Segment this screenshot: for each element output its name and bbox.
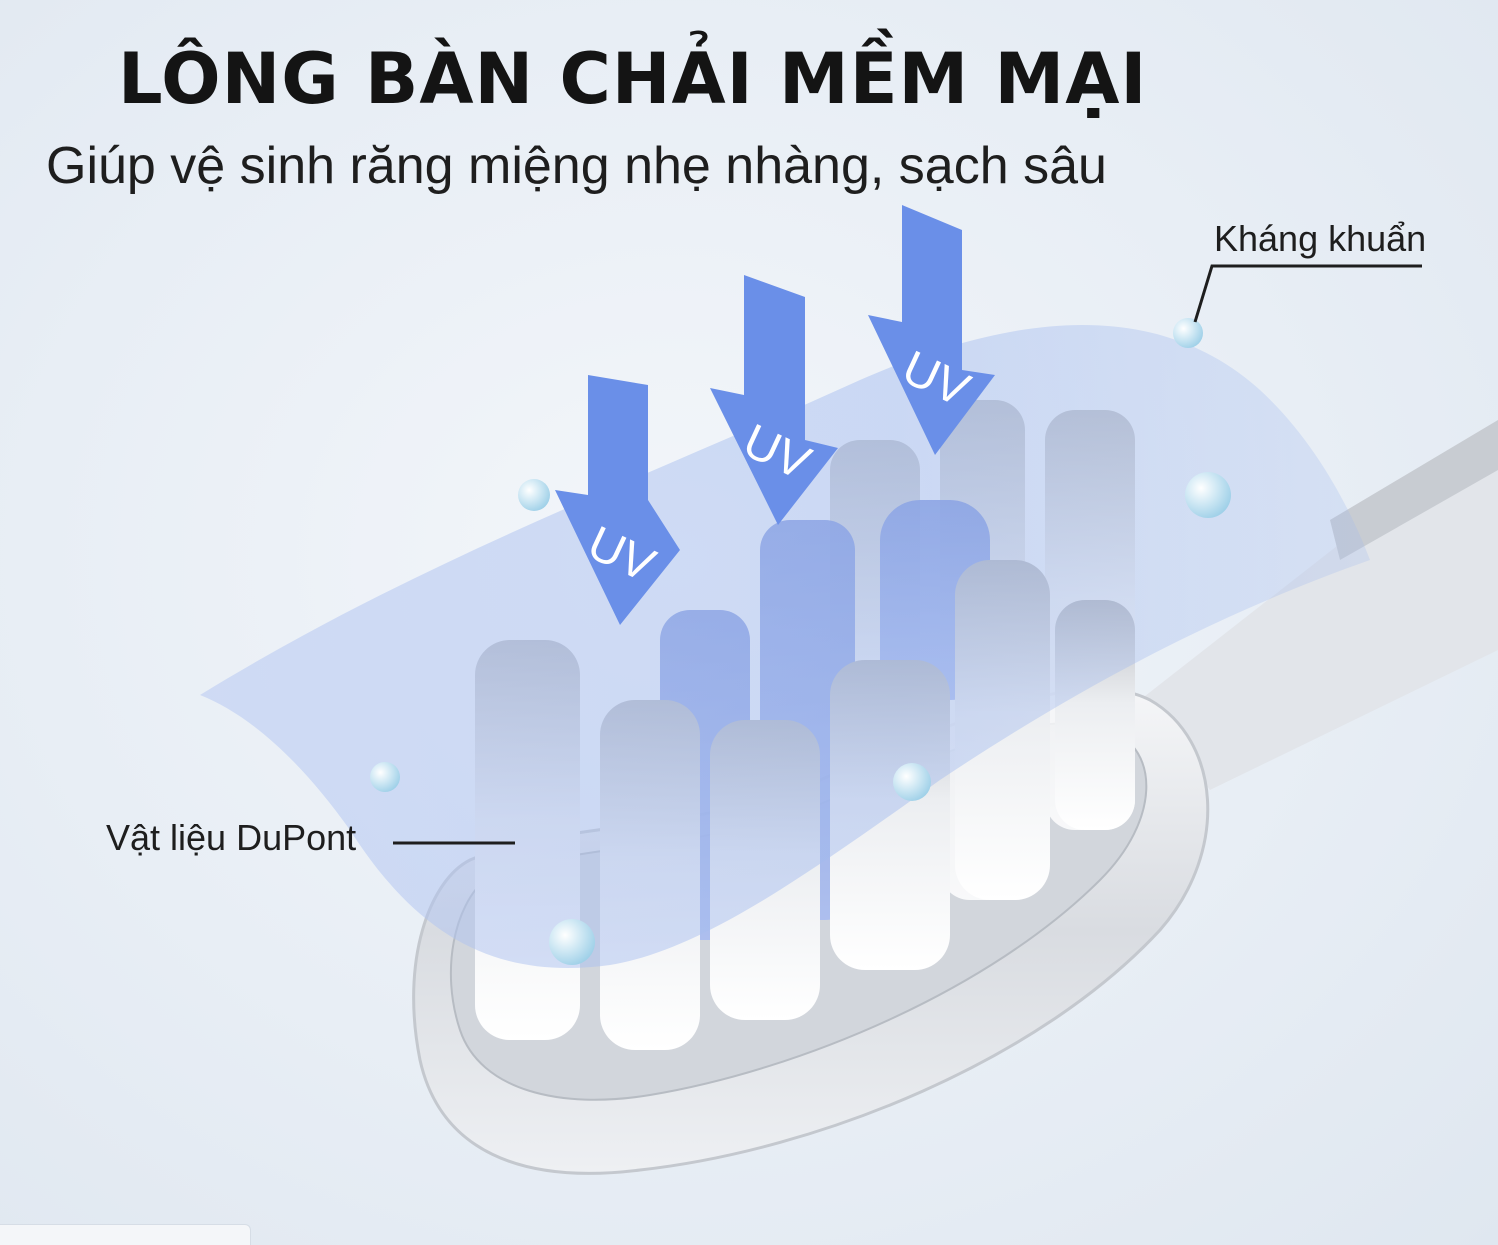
bubble-icon (370, 762, 400, 792)
antibacterial-leader-line (1193, 264, 1422, 323)
corner-tab (0, 1224, 251, 1245)
headline: LÔNG BÀN CHẢI MỀM MẠI (118, 38, 1148, 120)
bubble-icons (370, 318, 1231, 965)
bubble-icon (1173, 318, 1203, 348)
uv-shield-wave (200, 325, 1370, 969)
subheadline: Giúp vệ sinh răng miệng nhẹ nhàng, sạch … (46, 137, 1107, 195)
bubble-icon (549, 919, 595, 965)
toothbrush-handle (1140, 420, 1498, 790)
material-callout: Vật liệu DuPont (106, 817, 357, 858)
bubble-icon (518, 479, 550, 511)
bubble-icon (893, 763, 931, 801)
antibacterial-callout: Kháng khuẩn (1214, 218, 1427, 259)
bubble-icon (1185, 472, 1231, 518)
